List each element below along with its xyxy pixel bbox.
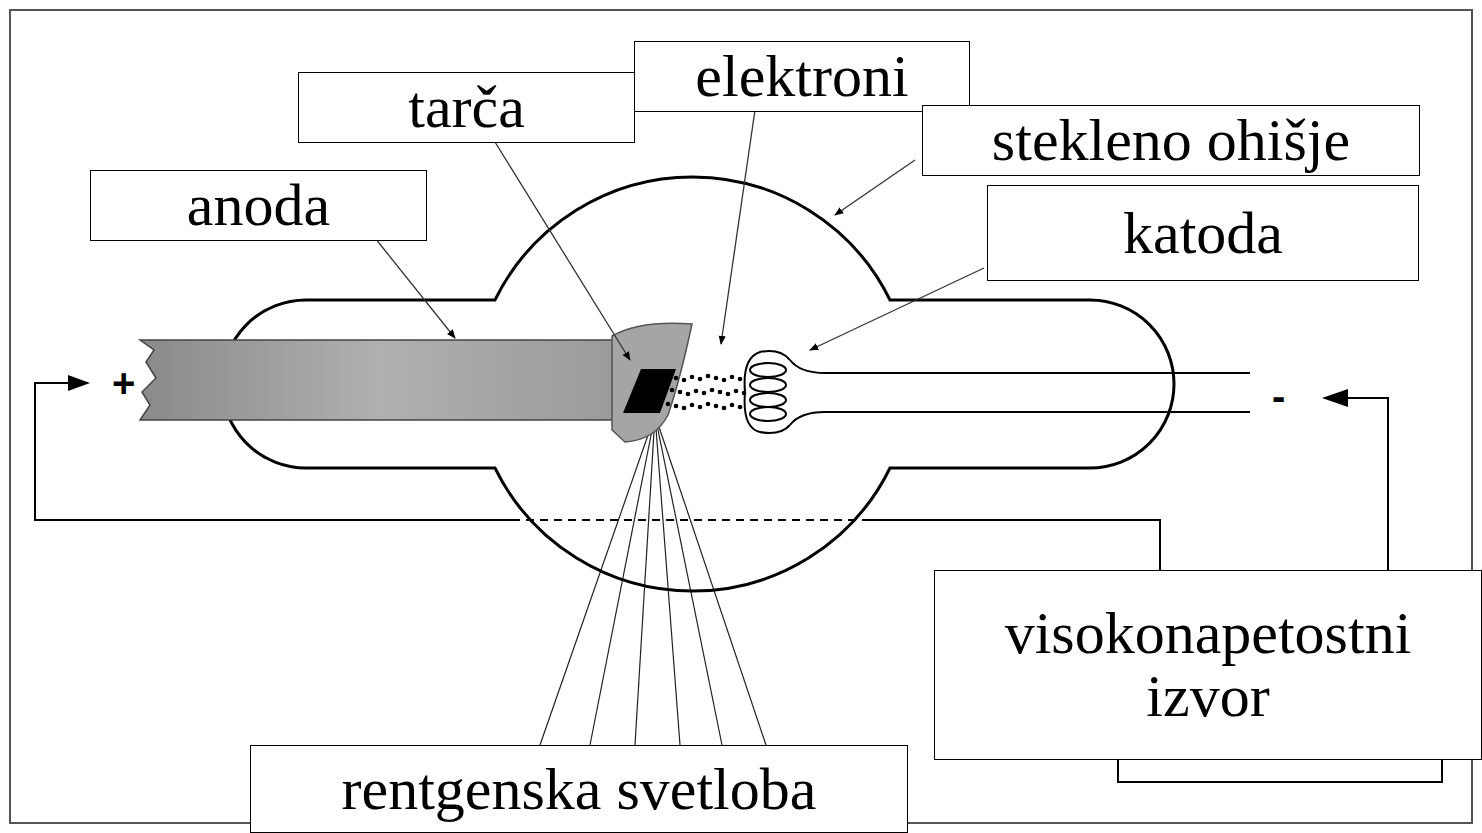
label-box: stekleno ohišje bbox=[922, 105, 1420, 176]
electron bbox=[666, 402, 671, 407]
part-label: elektroni bbox=[687, 45, 916, 108]
leader-lines bbox=[375, 110, 984, 360]
electron bbox=[694, 389, 699, 394]
part-label: tarča bbox=[400, 76, 533, 139]
label-box: rentgenska svetloba bbox=[250, 745, 908, 833]
electron bbox=[702, 391, 707, 396]
part-label: anoda bbox=[179, 174, 338, 237]
electron bbox=[714, 376, 719, 381]
electron bbox=[710, 388, 715, 393]
electron bbox=[730, 375, 735, 380]
electron bbox=[726, 392, 731, 397]
polarity-sign: - bbox=[1272, 376, 1285, 416]
label-box: katoda bbox=[987, 185, 1419, 281]
label-box: tarča bbox=[298, 72, 635, 143]
electron bbox=[674, 404, 679, 409]
electron bbox=[670, 388, 675, 393]
source-box: visokonapetostni izvor bbox=[934, 570, 1482, 760]
electron bbox=[718, 390, 723, 395]
electron bbox=[678, 390, 683, 395]
electron bbox=[706, 402, 711, 407]
electron bbox=[666, 374, 671, 379]
part-label: rentgenska svetloba bbox=[334, 758, 825, 821]
electron bbox=[698, 405, 703, 410]
electron bbox=[690, 403, 695, 408]
electron bbox=[682, 406, 687, 411]
electron bbox=[686, 392, 691, 397]
part-label: katoda bbox=[1115, 202, 1291, 265]
label-box: anoda bbox=[90, 170, 427, 241]
electron bbox=[722, 378, 727, 383]
electron bbox=[674, 376, 679, 381]
electron bbox=[722, 406, 727, 411]
electron-cloud bbox=[666, 374, 747, 411]
target bbox=[623, 369, 676, 413]
electron bbox=[742, 391, 747, 396]
electron bbox=[698, 377, 703, 382]
wire-arrowhead bbox=[1322, 389, 1348, 407]
electron bbox=[738, 377, 743, 382]
polarity-sign: + bbox=[112, 363, 135, 403]
wire-arrowhead bbox=[68, 375, 90, 391]
electron bbox=[682, 378, 687, 383]
electron bbox=[738, 405, 743, 410]
part-label: visokonapetostni izvor bbox=[935, 602, 1481, 728]
electron bbox=[714, 404, 719, 409]
electron bbox=[734, 389, 739, 394]
electron bbox=[730, 403, 735, 408]
part-label: stekleno ohišje bbox=[984, 109, 1358, 172]
label-box: elektroni bbox=[634, 41, 970, 112]
anode-rod bbox=[140, 340, 620, 420]
anode-head bbox=[612, 323, 692, 442]
electron bbox=[706, 374, 711, 379]
electron bbox=[690, 375, 695, 380]
cathode bbox=[745, 351, 1250, 433]
x-ray-beams bbox=[540, 415, 766, 745]
